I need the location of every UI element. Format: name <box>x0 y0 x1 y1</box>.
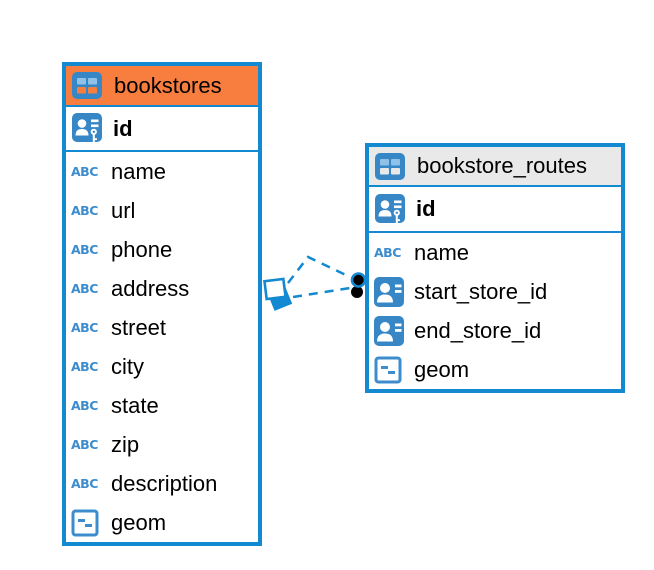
text-type-icon: ABC <box>374 245 401 260</box>
table-title: bookstores <box>114 72 222 98</box>
column-name: address <box>111 275 190 301</box>
column-name: name <box>111 158 167 184</box>
table-icon <box>375 152 408 180</box>
relationship-source-marker <box>263 277 293 311</box>
primary-key-icon <box>72 113 105 144</box>
foreign-key-icon <box>374 315 407 346</box>
relationship-target-marker <box>350 272 367 298</box>
column-name: description <box>111 470 218 496</box>
column-name: zip <box>111 431 140 457</box>
text-type-icon: ABC <box>71 320 98 335</box>
column-row-street[interactable]: ABC street <box>66 308 258 347</box>
column-name: name <box>414 239 470 265</box>
table-title: bookstore_routes <box>417 153 587 178</box>
primary-key-icon <box>375 193 408 225</box>
table-bookstore-routes[interactable]: bookstore_routes id ABC name <box>365 143 625 393</box>
column-name: geom <box>111 509 167 535</box>
geometry-type-icon <box>374 356 407 384</box>
text-type-icon: ABC <box>71 242 98 257</box>
column-row-state[interactable]: ABC state <box>66 386 258 425</box>
relationship-line-upper[interactable] <box>287 255 351 284</box>
table-header-bookstore-routes[interactable]: bookstore_routes <box>369 147 621 187</box>
column-row-description[interactable]: ABC description <box>66 464 258 503</box>
column-row-geom[interactable]: geom <box>66 503 258 542</box>
column-row-phone[interactable]: ABC phone <box>66 230 258 269</box>
column-name: geom <box>414 356 470 382</box>
text-type-icon: ABC <box>71 164 98 179</box>
foreign-key-icon <box>374 276 407 307</box>
column-name: state <box>111 392 159 418</box>
column-name: id <box>416 196 436 221</box>
column-row-name[interactable]: ABC name <box>369 233 621 272</box>
column-name: start_store_id <box>414 278 548 304</box>
column-row-zip[interactable]: ABC zip <box>66 425 258 464</box>
column-row-start-store-id[interactable]: start_store_id <box>369 272 621 311</box>
table-header-bookstores[interactable]: bookstores <box>66 66 258 107</box>
column-row-city[interactable]: ABC city <box>66 347 258 386</box>
table-bookstores[interactable]: bookstores id ABC name <box>62 62 262 546</box>
relationship-line-lower[interactable] <box>292 286 351 299</box>
column-name: phone <box>111 236 173 262</box>
table-icon <box>72 72 105 99</box>
column-name: city <box>111 353 144 379</box>
column-row-end-store-id[interactable]: end_store_id <box>369 311 621 350</box>
column-row-url[interactable]: ABC url <box>66 191 258 230</box>
text-type-icon: ABC <box>71 359 98 374</box>
text-type-icon: ABC <box>71 203 98 218</box>
text-type-icon: ABC <box>71 281 98 296</box>
column-name: street <box>111 314 167 340</box>
column-row-address[interactable]: ABC address <box>66 269 258 308</box>
column-name: url <box>111 197 136 223</box>
text-type-icon: ABC <box>71 476 98 491</box>
column-row-geom[interactable]: geom <box>369 350 621 389</box>
text-type-icon: ABC <box>71 437 98 452</box>
geometry-type-icon <box>71 509 104 537</box>
column-row-id[interactable]: id <box>369 187 621 233</box>
text-type-icon: ABC <box>71 398 98 413</box>
column-row-id[interactable]: id <box>66 107 258 152</box>
column-name: end_store_id <box>414 317 542 343</box>
column-row-name[interactable]: ABC name <box>66 152 258 191</box>
column-name: id <box>113 115 133 141</box>
